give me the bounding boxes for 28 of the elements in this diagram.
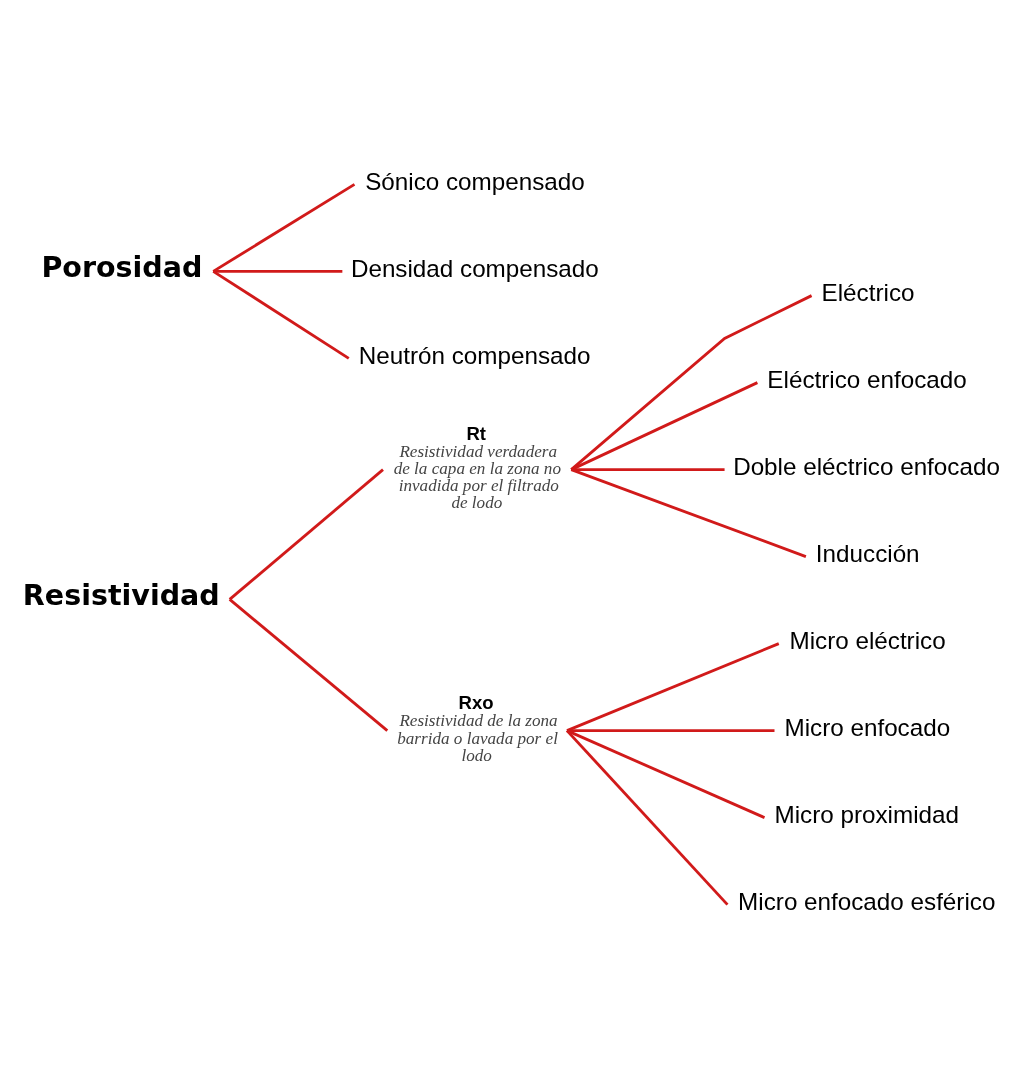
node-text: Eléctrico bbox=[821, 279, 915, 307]
connector bbox=[228, 598, 389, 732]
node-text: Resistividad bbox=[22, 579, 220, 613]
connector bbox=[213, 269, 343, 273]
node-text: Neutrón compensado bbox=[358, 342, 591, 370]
connector bbox=[570, 294, 813, 471]
connector bbox=[571, 468, 725, 472]
node-text: Micro eléctrico bbox=[789, 627, 946, 655]
node-text: Rt Resistividad verdadera de la capa en la zona no invadida por el filtrado de lodo bbox=[393, 422, 561, 513]
connector bbox=[567, 729, 775, 733]
node-text: Doble eléctrico enfocado bbox=[733, 453, 1000, 481]
connector bbox=[570, 468, 807, 558]
connector bbox=[212, 270, 350, 360]
node-text: Inducción bbox=[815, 540, 920, 568]
node-text: Micro proximidad bbox=[774, 801, 960, 829]
node-text: Micro enfocado bbox=[784, 714, 951, 742]
connector bbox=[212, 183, 356, 273]
node-text: Densidad compensado bbox=[350, 255, 599, 283]
connector bbox=[566, 729, 766, 819]
node-text: Eléctrico enfocado bbox=[767, 366, 967, 394]
node-text: Rxo Resistividad de la zona barrida o lavada por el lodo bbox=[397, 692, 558, 765]
node-text: Porosidad bbox=[41, 251, 203, 285]
connector bbox=[228, 468, 384, 601]
connector bbox=[566, 642, 780, 732]
node-text: Sónico compensado bbox=[365, 168, 585, 196]
connector bbox=[570, 381, 758, 471]
connector bbox=[565, 729, 729, 906]
node-text: Micro enfocado esférico bbox=[738, 888, 996, 916]
